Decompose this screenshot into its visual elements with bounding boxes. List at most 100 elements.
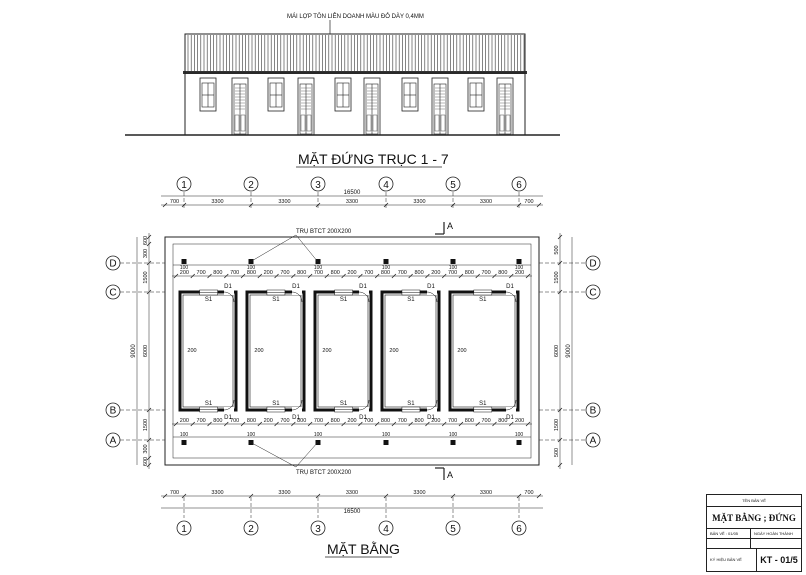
door-tag-bottom: D1 [292, 415, 300, 421]
door-tag-top: D1 [506, 284, 514, 290]
door-tag-top: D1 [292, 284, 300, 290]
code-label: KÝ HIỆU BẢN VẼ [707, 549, 757, 571]
bay-dimension: 3300 [413, 490, 425, 496]
axis-bubble-bottom [511, 520, 527, 536]
right-dimension: 500 [554, 448, 560, 457]
elevation-window [199, 77, 217, 112]
bay-dimension: 700 [170, 490, 179, 496]
room-dimension-top: 800 [297, 270, 306, 276]
room-dimension-top: 200 [180, 270, 189, 276]
axis-bubble-left [105, 402, 121, 418]
right-dimension: 500 [554, 245, 560, 254]
column-offset-top: 100 [382, 265, 391, 271]
axis-bubble-bottom [310, 520, 326, 536]
axis-label-bottom: 1 [181, 524, 187, 535]
room-dimension-bottom: 700 [398, 418, 407, 424]
column-offset-top: 100 [247, 265, 256, 271]
blank-cell-2 [751, 539, 801, 549]
room-dimension-top: 800 [213, 270, 222, 276]
bay-dimension: 3300 [278, 199, 290, 205]
column-note-top: TRỤ BTCT 200X200 [296, 229, 352, 235]
left-dimension: 300 [143, 444, 149, 453]
door-tag-bottom: D1 [224, 415, 232, 421]
bay-dimension: 3300 [480, 199, 492, 205]
column-offset-top: 100 [449, 265, 458, 271]
elevation-door [297, 77, 315, 136]
room-dimension-bottom: 700 [280, 418, 289, 424]
elevation-title: MẶT ĐỨNG TRỤC 1 - 7 [298, 151, 449, 167]
bay-dimension: 3300 [413, 199, 425, 205]
room-dimension-bottom: 700 [314, 418, 323, 424]
room-dimension-bottom: 700 [482, 418, 491, 424]
room-dimension-bottom: 800 [381, 418, 390, 424]
window-tag-top: S1 [205, 297, 213, 303]
column-offset-bottom: 100 [449, 432, 458, 438]
door-tag-bottom: D1 [427, 415, 435, 421]
axis-bubble-left [105, 432, 121, 448]
drawing-code: KT - 01/5 [760, 555, 798, 565]
axis-label-right: B [590, 406, 597, 417]
axis-bubble-left [105, 284, 121, 300]
room-dimension-top: 800 [247, 270, 256, 276]
column-offset-top: 100 [515, 265, 524, 271]
room-dimension-top: 200 [515, 270, 524, 276]
elevation-door [231, 77, 249, 136]
room-dimension-top: 700 [364, 270, 373, 276]
axis-label-bottom: 2 [248, 524, 254, 535]
bay-dimension: 3300 [346, 490, 358, 496]
elevation-door [363, 77, 381, 136]
bay-dimension: 700 [170, 199, 179, 205]
room-dimension-top: 800 [465, 270, 474, 276]
room-dimension-bottom: 800 [414, 418, 423, 424]
left-dimension: 1500 [143, 271, 149, 283]
elevation-view: MÁI LỢP TÔN LIÊN DOANH MÀU ĐỎ DÀY 0,4MM … [125, 12, 560, 168]
axis-bubble-bottom [176, 520, 192, 536]
room-dimension-top: 800 [381, 270, 390, 276]
room-dimension-inner: 200 [187, 348, 196, 354]
elevation-door [431, 77, 449, 136]
column-square [450, 259, 456, 264]
bay-dimension: 700 [524, 490, 533, 496]
column-square [181, 440, 187, 445]
window-tag-bottom: S1 [340, 401, 348, 407]
column-offset-bottom: 100 [314, 432, 323, 438]
window-tag-bottom: S1 [479, 401, 487, 407]
left-dimension: 6000 [143, 345, 149, 357]
room-dimension-bottom: 800 [465, 418, 474, 424]
left-dimension: 600 [143, 457, 149, 466]
window-tag-top: S1 [340, 297, 348, 303]
plan-title: MẶT BẰNG [327, 540, 400, 557]
room-dimension-bottom: 800 [247, 418, 256, 424]
drawing-name: MẶT BẰNG ; ĐỨNG [707, 507, 801, 529]
axis-label-right: D [589, 259, 596, 270]
axis-label-bottom: 5 [450, 524, 456, 535]
room-dimension-inner: 200 [389, 348, 398, 354]
axis-label-top: 2 [248, 180, 254, 191]
axis-label-top: 3 [315, 180, 321, 191]
title-block: TÊN BẢN VẼ MẶT BẰNG ; ĐỨNG BẢN VẼ : 01/0… [706, 494, 802, 572]
room-dimension-bottom: 700 [230, 418, 239, 424]
window-tag-bottom: S1 [205, 401, 213, 407]
scale-label: BẢN VẼ : 01/05 [707, 529, 751, 539]
axis-bubble-top [445, 176, 461, 192]
column-square [516, 440, 522, 445]
axis-bubble-bottom [445, 520, 461, 536]
roof-note: MÁI LỢP TÔN LIÊN DOANH MÀU ĐỎ DÀY 0,4MM [287, 12, 424, 20]
bay-dimension: 3300 [278, 490, 290, 496]
column-offset-top: 100 [180, 265, 189, 271]
column-square [383, 440, 389, 445]
axis-bubble-left [105, 255, 121, 271]
room-dimension-inner: 200 [254, 348, 263, 354]
section-mark-bottom: A [435, 467, 453, 480]
axis-label-bottom: 4 [383, 524, 389, 535]
column-offset-bottom: 100 [382, 432, 391, 438]
elevation-window [267, 77, 285, 112]
room-dimension-bottom: 200 [431, 418, 440, 424]
axis-bubble-top [378, 176, 394, 192]
room-dimension-top: 700 [482, 270, 491, 276]
